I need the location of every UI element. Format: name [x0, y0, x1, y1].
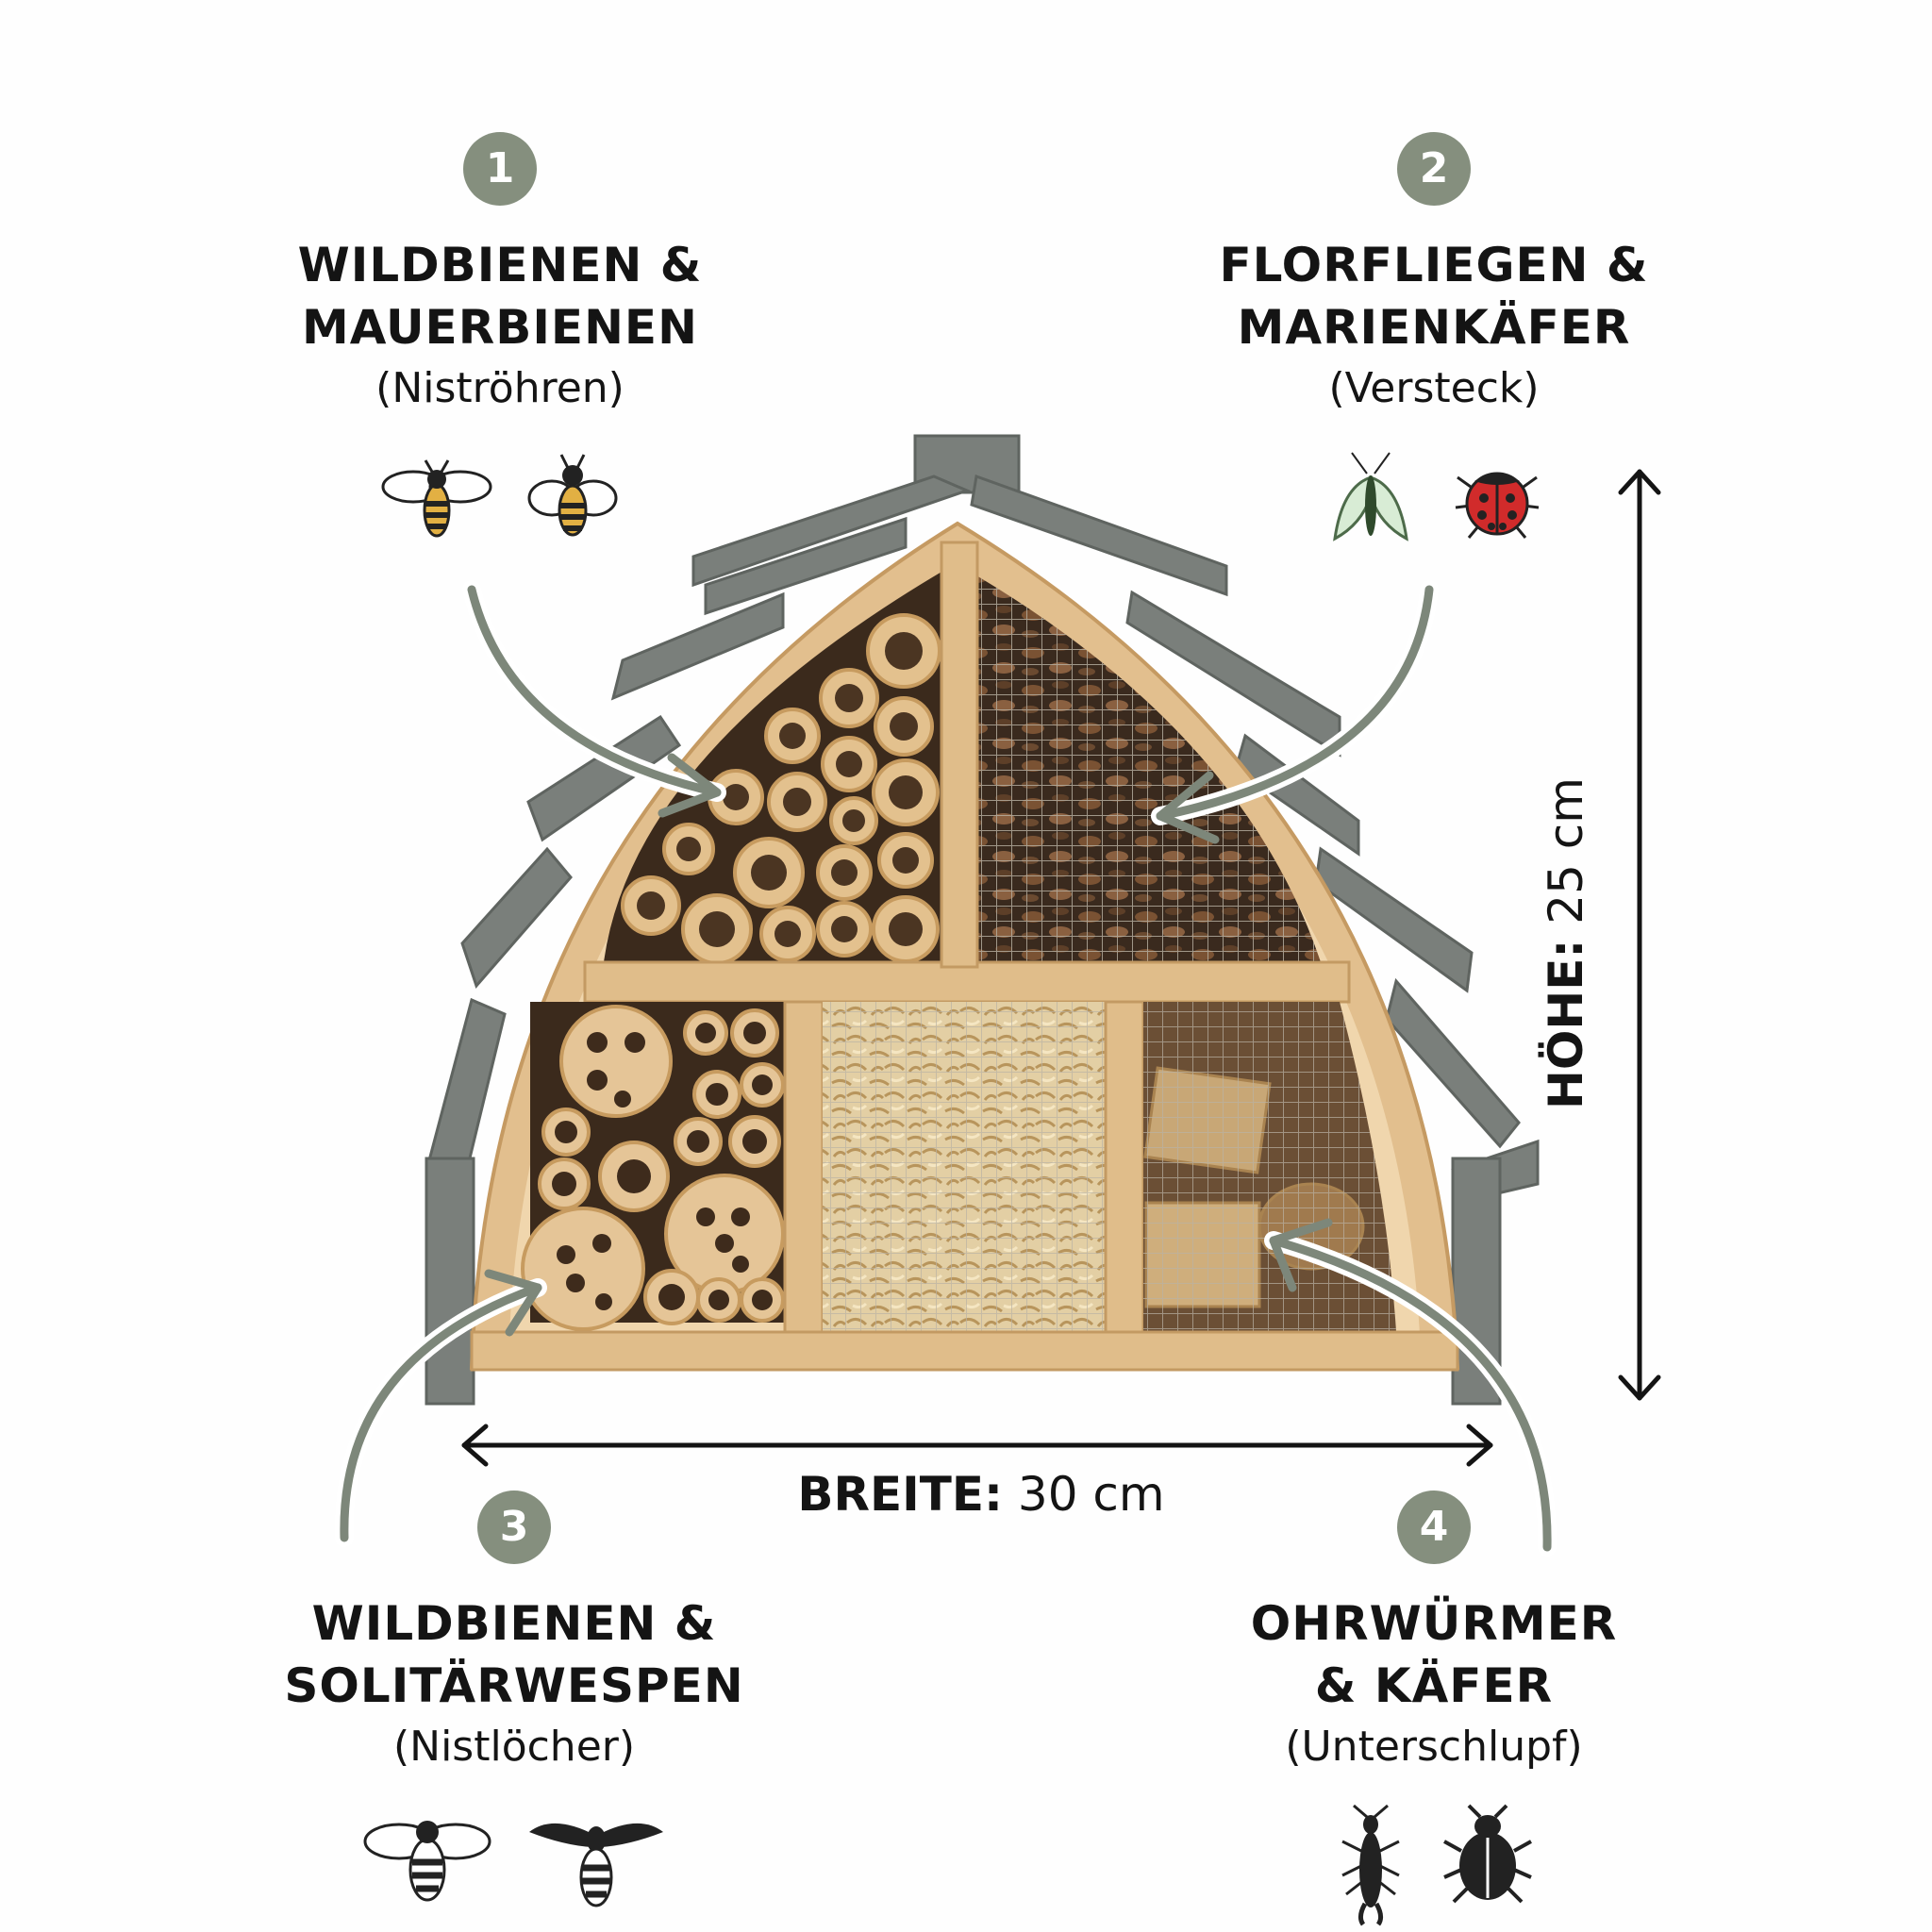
roof-shingle: [526, 714, 682, 842]
height-label: HÖHE:: [1539, 939, 1593, 1109]
bee-icon: [363, 1821, 491, 1902]
vertical-divider: [940, 541, 979, 969]
height-dimension-label: HÖHE: 25 cm: [1539, 774, 1593, 1113]
roof-shingle: [970, 474, 1228, 597]
section-nest-holes: 3 WILDBIENEN & SOLITÄRWESPEN (Nistlöcher…: [231, 1491, 797, 1907]
section-title: WILDBIENEN &: [297, 238, 703, 292]
roof-shingle: [704, 516, 908, 616]
base-plank: [470, 1330, 1459, 1372]
roof-shingle: [691, 475, 972, 588]
section-title: & KÄFER: [1314, 1658, 1554, 1713]
bee-icon: [381, 459, 492, 538]
vertical-divider: [1104, 1000, 1145, 1334]
section-shelter: 4 OHRWÜRMER & KÄFER (Unterschlupf): [1151, 1491, 1717, 1926]
width-arrow-left: [461, 1424, 489, 1467]
section-subtitle: (Versteck): [1328, 364, 1540, 412]
beetle-icon: [1443, 1804, 1532, 1904]
number-badge: 4: [1397, 1491, 1471, 1564]
arrow-to-bark: [1269, 1236, 1552, 1552]
arrow-head: [484, 1269, 542, 1337]
arrow-head: [1156, 771, 1220, 844]
lacewing-icon: [1333, 452, 1408, 541]
insect-icons: [217, 449, 783, 543]
mesh-screen: [823, 1002, 1106, 1332]
vertical-divider: [783, 1000, 824, 1334]
section-title: WILDBIENEN &: [311, 1596, 717, 1651]
insect-icons: [231, 1804, 797, 1907]
section-subtitle: (Unterschlupf): [1285, 1723, 1583, 1771]
wasp-bee-icon: [527, 454, 618, 537]
number-badge: 3: [477, 1491, 551, 1564]
arrow-to-pinecones: [1156, 585, 1434, 821]
roof-shingle: [460, 846, 573, 989]
drill-holes: [552, 1022, 773, 1310]
arrow-to-wood-blocks: [340, 1283, 542, 1542]
insect-icons: [1151, 449, 1717, 553]
insect-icons: [1151, 1804, 1717, 1926]
height-arrow-bottom: [1618, 1374, 1661, 1401]
width-value: 30 cm: [1017, 1467, 1165, 1522]
height-arrow-top: [1618, 469, 1661, 495]
mesh-screen: [1143, 1002, 1396, 1332]
section-subtitle: (Nistlöcher): [392, 1723, 636, 1771]
arrow-head: [1269, 1218, 1333, 1292]
height-value: 25 cm: [1539, 777, 1593, 924]
section-title: FLORFLIEGEN &: [1219, 238, 1649, 292]
section-title: SOLITÄRWESPEN: [284, 1658, 744, 1713]
section-title: MARIENKÄFER: [1237, 300, 1631, 355]
roof: [425, 434, 1540, 1406]
roof-shingle: [1385, 977, 1521, 1149]
section-subtitle: (Niströhren): [375, 364, 625, 412]
width-dimension-label: BREITE: 30 cm: [792, 1467, 1170, 1522]
wasp-icon: [529, 1823, 663, 1907]
section-title: OHRWÜRMER: [1250, 1596, 1618, 1651]
roof-shingle: [427, 997, 507, 1172]
width-label: BREITE:: [797, 1467, 1003, 1522]
section-nest-tubes: 1 WILDBIENEN & MAUERBIENEN (Niströhren): [217, 132, 783, 543]
earwig-icon: [1341, 1804, 1400, 1926]
section-hiding-spot: 2 FLORFLIEGEN & MARIENKÄFER (Versteck): [1151, 132, 1717, 553]
tube-holes: [637, 632, 923, 947]
number-badge: 2: [1397, 132, 1471, 206]
number-badge: 1: [463, 132, 537, 206]
section-title: MAUERBIENEN: [302, 300, 698, 355]
arrow-head: [658, 753, 722, 818]
roof-post-left: [425, 1157, 475, 1406]
roof-shingle: [1234, 733, 1360, 857]
ladybug-icon: [1455, 472, 1540, 539]
arrow-to-tubes: [467, 585, 722, 797]
mesh-screen: [976, 575, 1321, 962]
roof-shingle: [610, 591, 785, 701]
width-arrow-right: [1466, 1424, 1493, 1467]
